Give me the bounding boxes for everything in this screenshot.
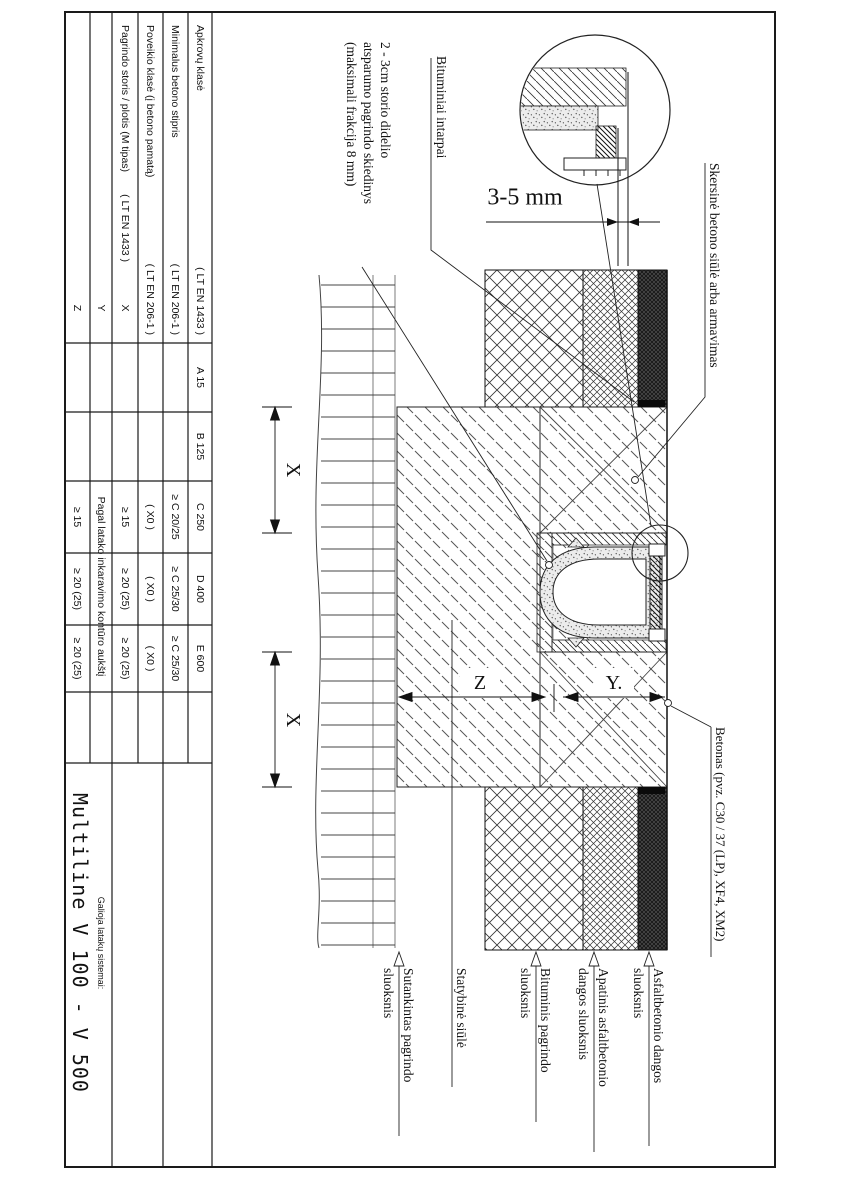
- anchor-rib-right: [567, 637, 585, 648]
- callout-bituminis-line2: sluoksnis: [518, 968, 533, 1019]
- table-cell: ≥ C 25/30: [169, 635, 182, 682]
- anchor-rib-left: [567, 537, 585, 548]
- callout-apatinis-line1: Apatinis asfaltbetonio: [596, 968, 611, 1087]
- detail-reference-circle: [631, 524, 689, 582]
- leaders: [361, 58, 712, 1087]
- detail-circle: [519, 34, 671, 186]
- table-cell: ( X0 ): [144, 504, 157, 530]
- callout-bituminis-line1: Bituminis pagrindo: [538, 968, 553, 1073]
- table-cell: ≥ 20 (25): [71, 568, 84, 610]
- callout-apatinis-line2: dangos sluoksnis: [576, 968, 591, 1060]
- table-cell: ≥ 15: [119, 506, 131, 528]
- table-cell: C 250: [194, 502, 206, 532]
- table-cell: ( X0 ): [144, 576, 157, 602]
- bituminous-joint-right: [551, 639, 667, 653]
- callout-sutankintas-line1: Sutankintas pagrindo: [401, 968, 416, 1083]
- concrete-surround: [396, 406, 668, 788]
- sheet-frame: [64, 11, 776, 1168]
- dimension-x-left: [262, 405, 292, 535]
- bituminous-joint-left: [551, 532, 667, 546]
- pavement-left: [484, 269, 668, 408]
- table-cell: ≥ 15: [71, 506, 84, 528]
- table-cell: ≥ 20 (25): [119, 568, 131, 610]
- layer-callouts: [393, 950, 655, 1152]
- table-cell: ≥ 20 (25): [119, 637, 131, 680]
- grating: [649, 548, 663, 637]
- table-cell: E 600: [194, 644, 206, 673]
- table-cell: B 125: [194, 432, 206, 461]
- detail-connector-line: [596, 183, 652, 527]
- pavement-right: [484, 786, 668, 951]
- title-block-system: Multiline V 100 - V 500: [68, 793, 92, 1093]
- skiedinys-leader: [361, 266, 548, 562]
- table-row-ref-base-thickness: ( LT EN 1433 ): [119, 194, 131, 262]
- sealant-left: [638, 400, 665, 407]
- betonas-leader: [670, 705, 712, 957]
- table-grid: [65, 12, 213, 1167]
- table-cell: ≥ C 25/30: [169, 566, 182, 612]
- compacted-base-hatch: [315, 274, 396, 949]
- callout-bituminiai: Bituminiai intarpai: [434, 56, 449, 159]
- title-block-note: Galioja latakų sistemai:: [96, 896, 107, 990]
- callout-skiedinys-line2: atsparumo pagrindo skiedinys: [361, 42, 376, 204]
- channel-walls: [539, 546, 661, 639]
- dim-z-label: Z: [473, 672, 487, 694]
- edge-rail-right: [648, 628, 666, 642]
- table-row-ref-min-strength: ( LT EN 206-1 ): [169, 263, 182, 335]
- gap-dimension-label: 3-5 mm: [487, 184, 563, 211]
- dimension-z: [397, 691, 547, 703]
- bituminiai-leader: [430, 58, 635, 403]
- table-cell: ( X0 ): [144, 645, 157, 672]
- dim-x-right-label: X: [282, 712, 304, 728]
- z-label-halo: [460, 668, 500, 698]
- concrete-base-slab: [396, 406, 541, 788]
- skersine-leader: [637, 163, 706, 478]
- table-row-label-load-class: Apkrovų klasė: [194, 25, 206, 91]
- gap-dimension-arrows: [607, 218, 639, 226]
- callout-statybine: Statybinė siūlė: [454, 968, 469, 1048]
- edge-rail-left: [648, 543, 666, 557]
- table-row-ref-load-class: ( LT EN 1433 ): [194, 267, 206, 335]
- table-cell: A 15: [194, 366, 206, 389]
- callout-betonas: Betonas (pvz. C30 / 37 (LP), XF4, XM2): [713, 727, 728, 942]
- table-sub-z: Z: [71, 304, 84, 312]
- dim-x-left-label: X: [282, 462, 304, 478]
- channel: [539, 537, 666, 648]
- table-cell: ≥ C 20/25: [169, 494, 182, 540]
- sealant-right: [638, 787, 665, 794]
- detail-bubble: [486, 34, 671, 266]
- callout-skiedinys-line3: (maksimali frakcija 8 mm): [344, 42, 359, 187]
- callout-skersine: Skersinė betono siūlė arba armavimas: [707, 163, 722, 368]
- dimension-x-right: [262, 650, 292, 789]
- dim-y-label: Y.: [605, 672, 623, 694]
- table-row-ref-exposure: ( LT EN 206-1 ): [144, 263, 157, 335]
- callout-asfaltbetonio-line1: Asfaltbetonio dangos: [651, 968, 666, 1084]
- callout-skiedinys-line1: 2 - 3cm storio didelio: [378, 42, 393, 159]
- table-sub-x: X: [119, 304, 131, 312]
- dimension-y: [553, 684, 665, 712]
- callout-sutankintas-line2: sluoksnis: [381, 968, 396, 1019]
- table-cell: ≥ 20 (25): [71, 637, 84, 680]
- table-sub-y: Y: [95, 304, 107, 312]
- callout-asfaltbetonio-line2: sluoksnis: [631, 968, 646, 1019]
- y-label-halo: [594, 668, 634, 698]
- table-cell: D 400: [194, 574, 206, 604]
- table-span-note: Pagal latako inkaravimo kontūro aukštį: [95, 496, 107, 677]
